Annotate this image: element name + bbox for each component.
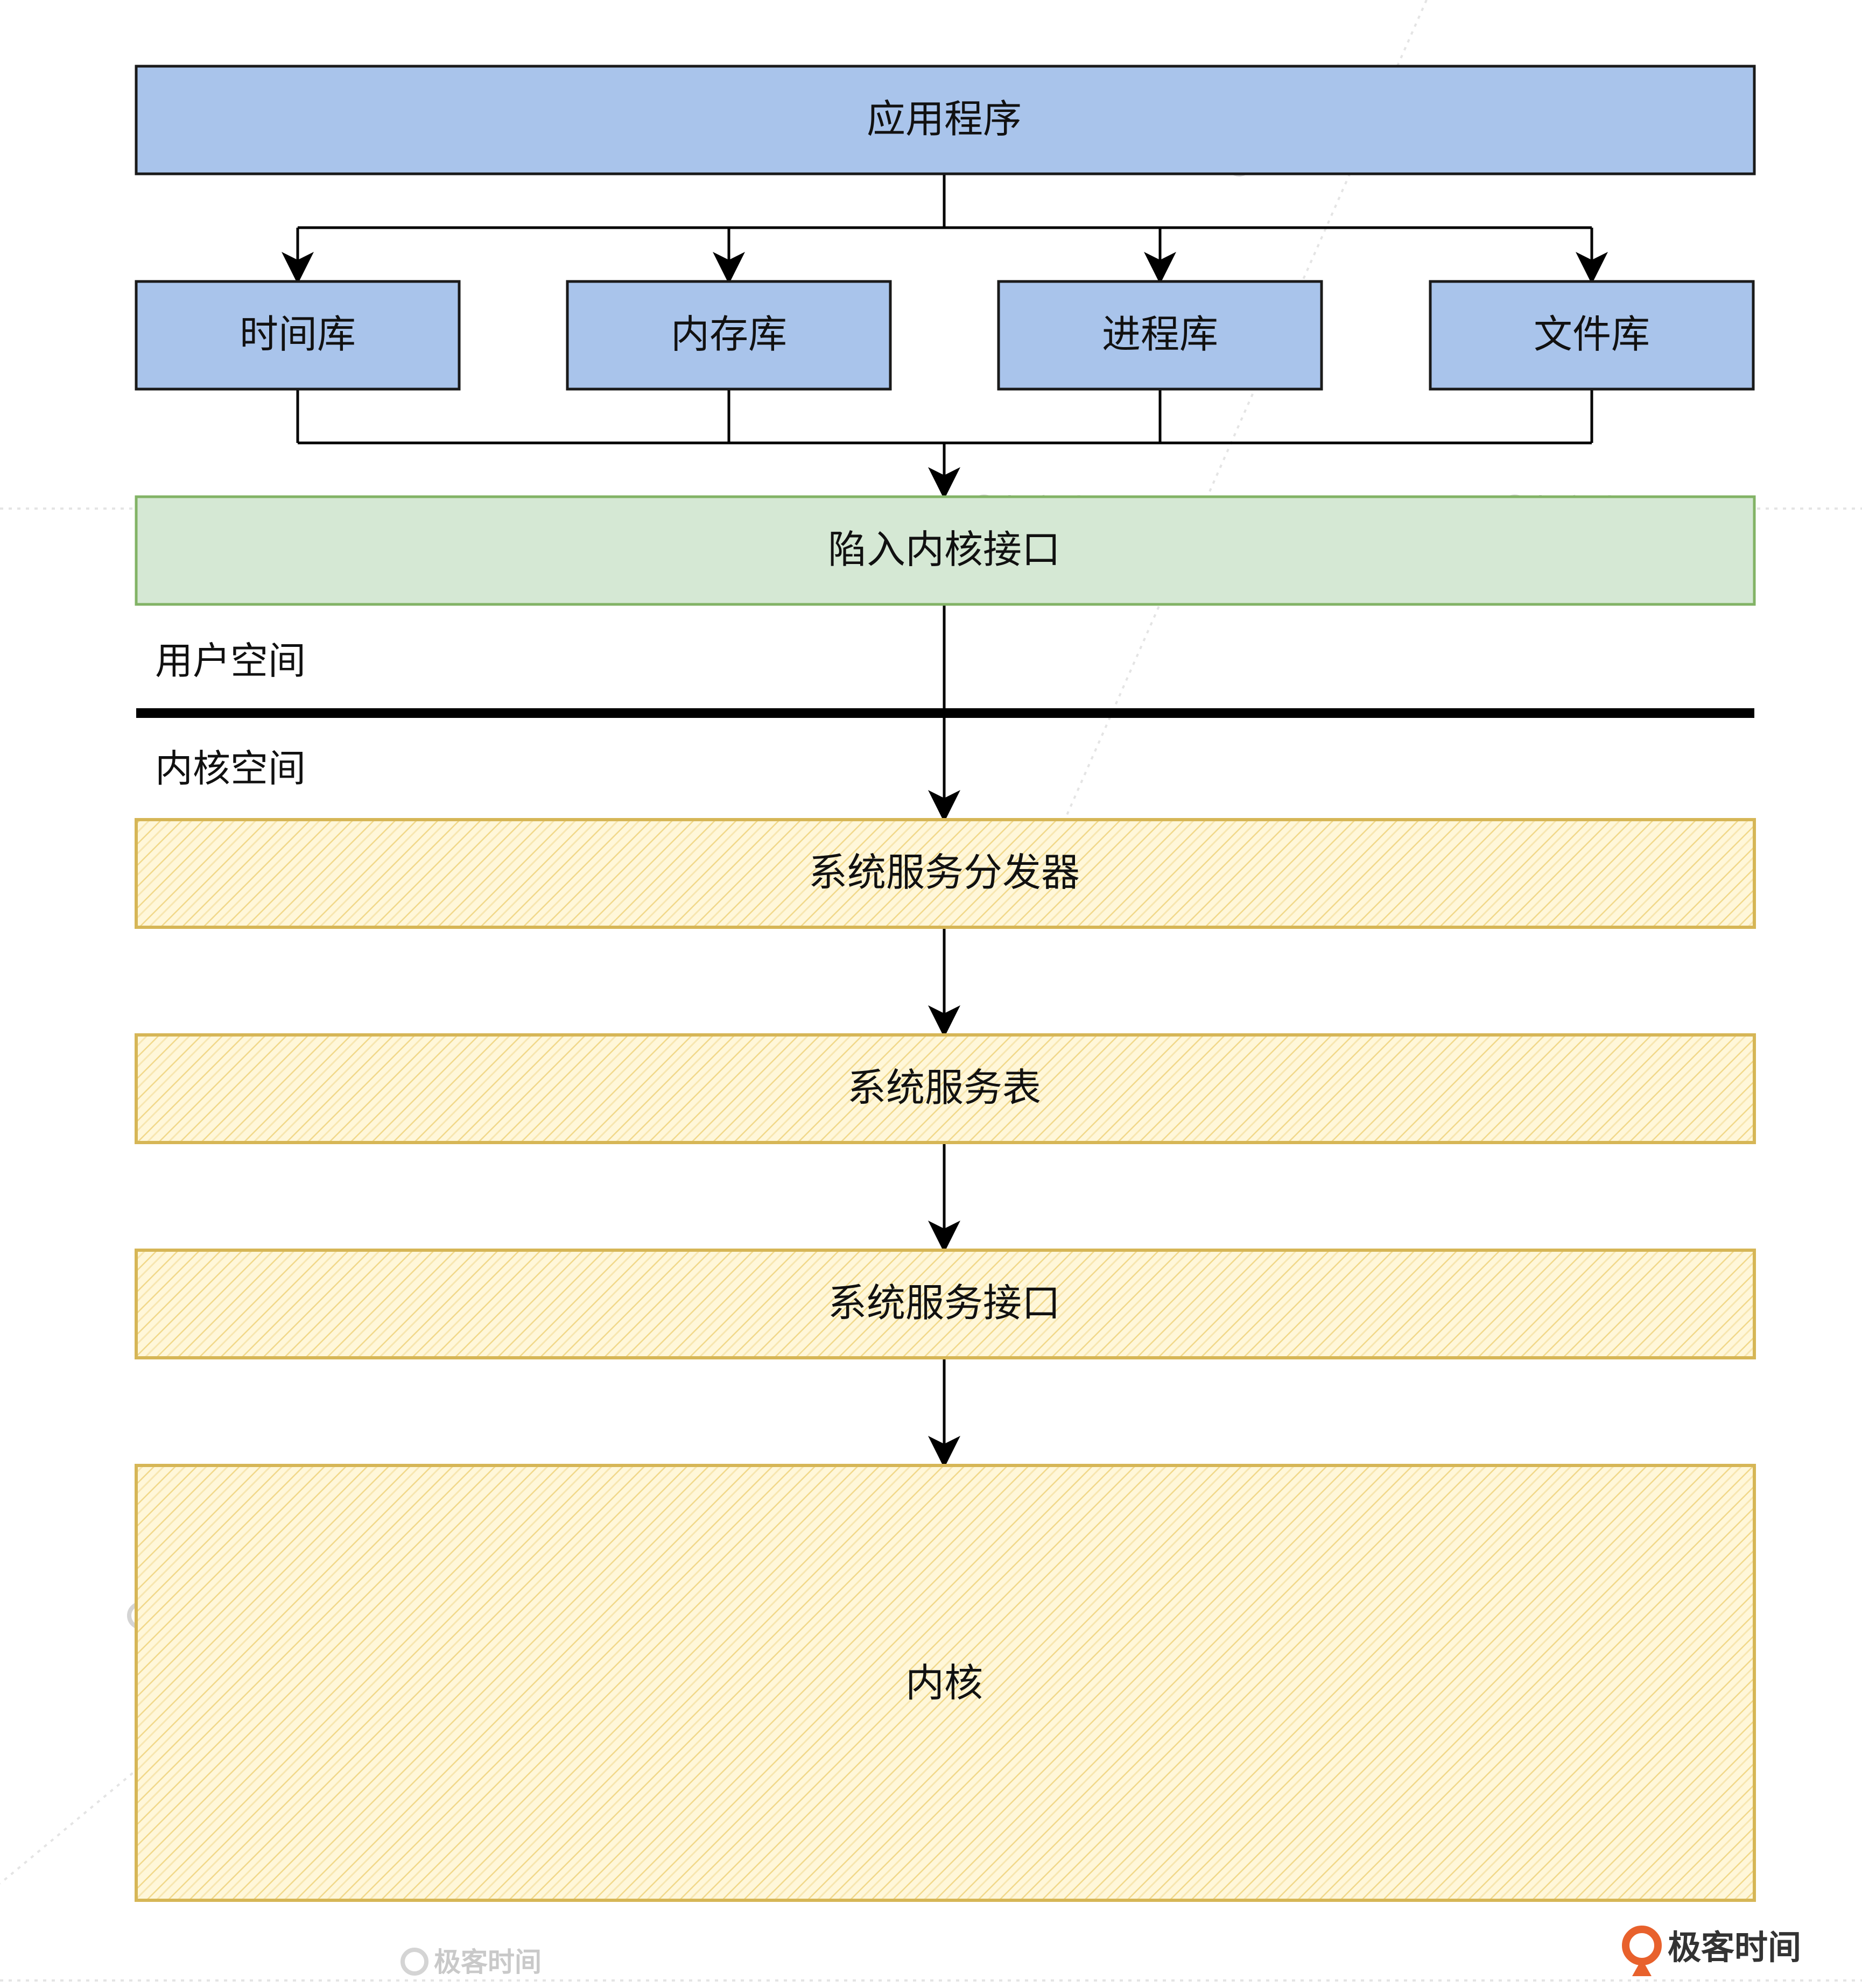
lib-box-file: 文件库 xyxy=(1429,280,1755,391)
geektime-logo-text: 极客时间 xyxy=(1668,1928,1801,1967)
geektime-logo-icon xyxy=(1622,1926,1662,1976)
dispatcher-label: 系统服务分发器 xyxy=(809,850,1080,895)
app-label: 应用程序 xyxy=(867,96,1022,142)
kernel-space-label: 内核空间 xyxy=(155,746,306,791)
lib-box-memory: 内存库 xyxy=(566,280,892,391)
geektime-logo: 极客时间 xyxy=(1622,1926,1801,1976)
kernel-box: 内核 xyxy=(135,1464,1756,1902)
service-table-box: 系统服务表 xyxy=(135,1033,1756,1144)
svg-text:极客时间: 极客时间 xyxy=(434,1947,542,1978)
trap-label: 陷入内核接口 xyxy=(828,527,1060,572)
user-space-label: 用户空间 xyxy=(155,639,306,683)
lib-label-memory: 内存库 xyxy=(671,312,787,357)
lib-label-time: 时间库 xyxy=(240,312,356,357)
trap-box: 陷入内核接口 xyxy=(135,495,1756,606)
lib-label-process: 进程库 xyxy=(1102,312,1218,357)
lib-label-file: 文件库 xyxy=(1534,312,1650,357)
dispatcher-box: 系统服务分发器 xyxy=(135,818,1756,929)
service-interface-label: 系统服务接口 xyxy=(828,1280,1060,1326)
service-interface-box: 系统服务接口 xyxy=(135,1249,1756,1359)
watermark: 极客时间 xyxy=(400,1947,542,1978)
lib-box-process: 进程库 xyxy=(997,280,1323,391)
kernel-label: 内核 xyxy=(905,1660,983,1705)
lib-box-time: 时间库 xyxy=(135,280,461,391)
app-box: 应用程序 xyxy=(135,65,1756,175)
service-table-label: 系统服务表 xyxy=(847,1065,1041,1110)
